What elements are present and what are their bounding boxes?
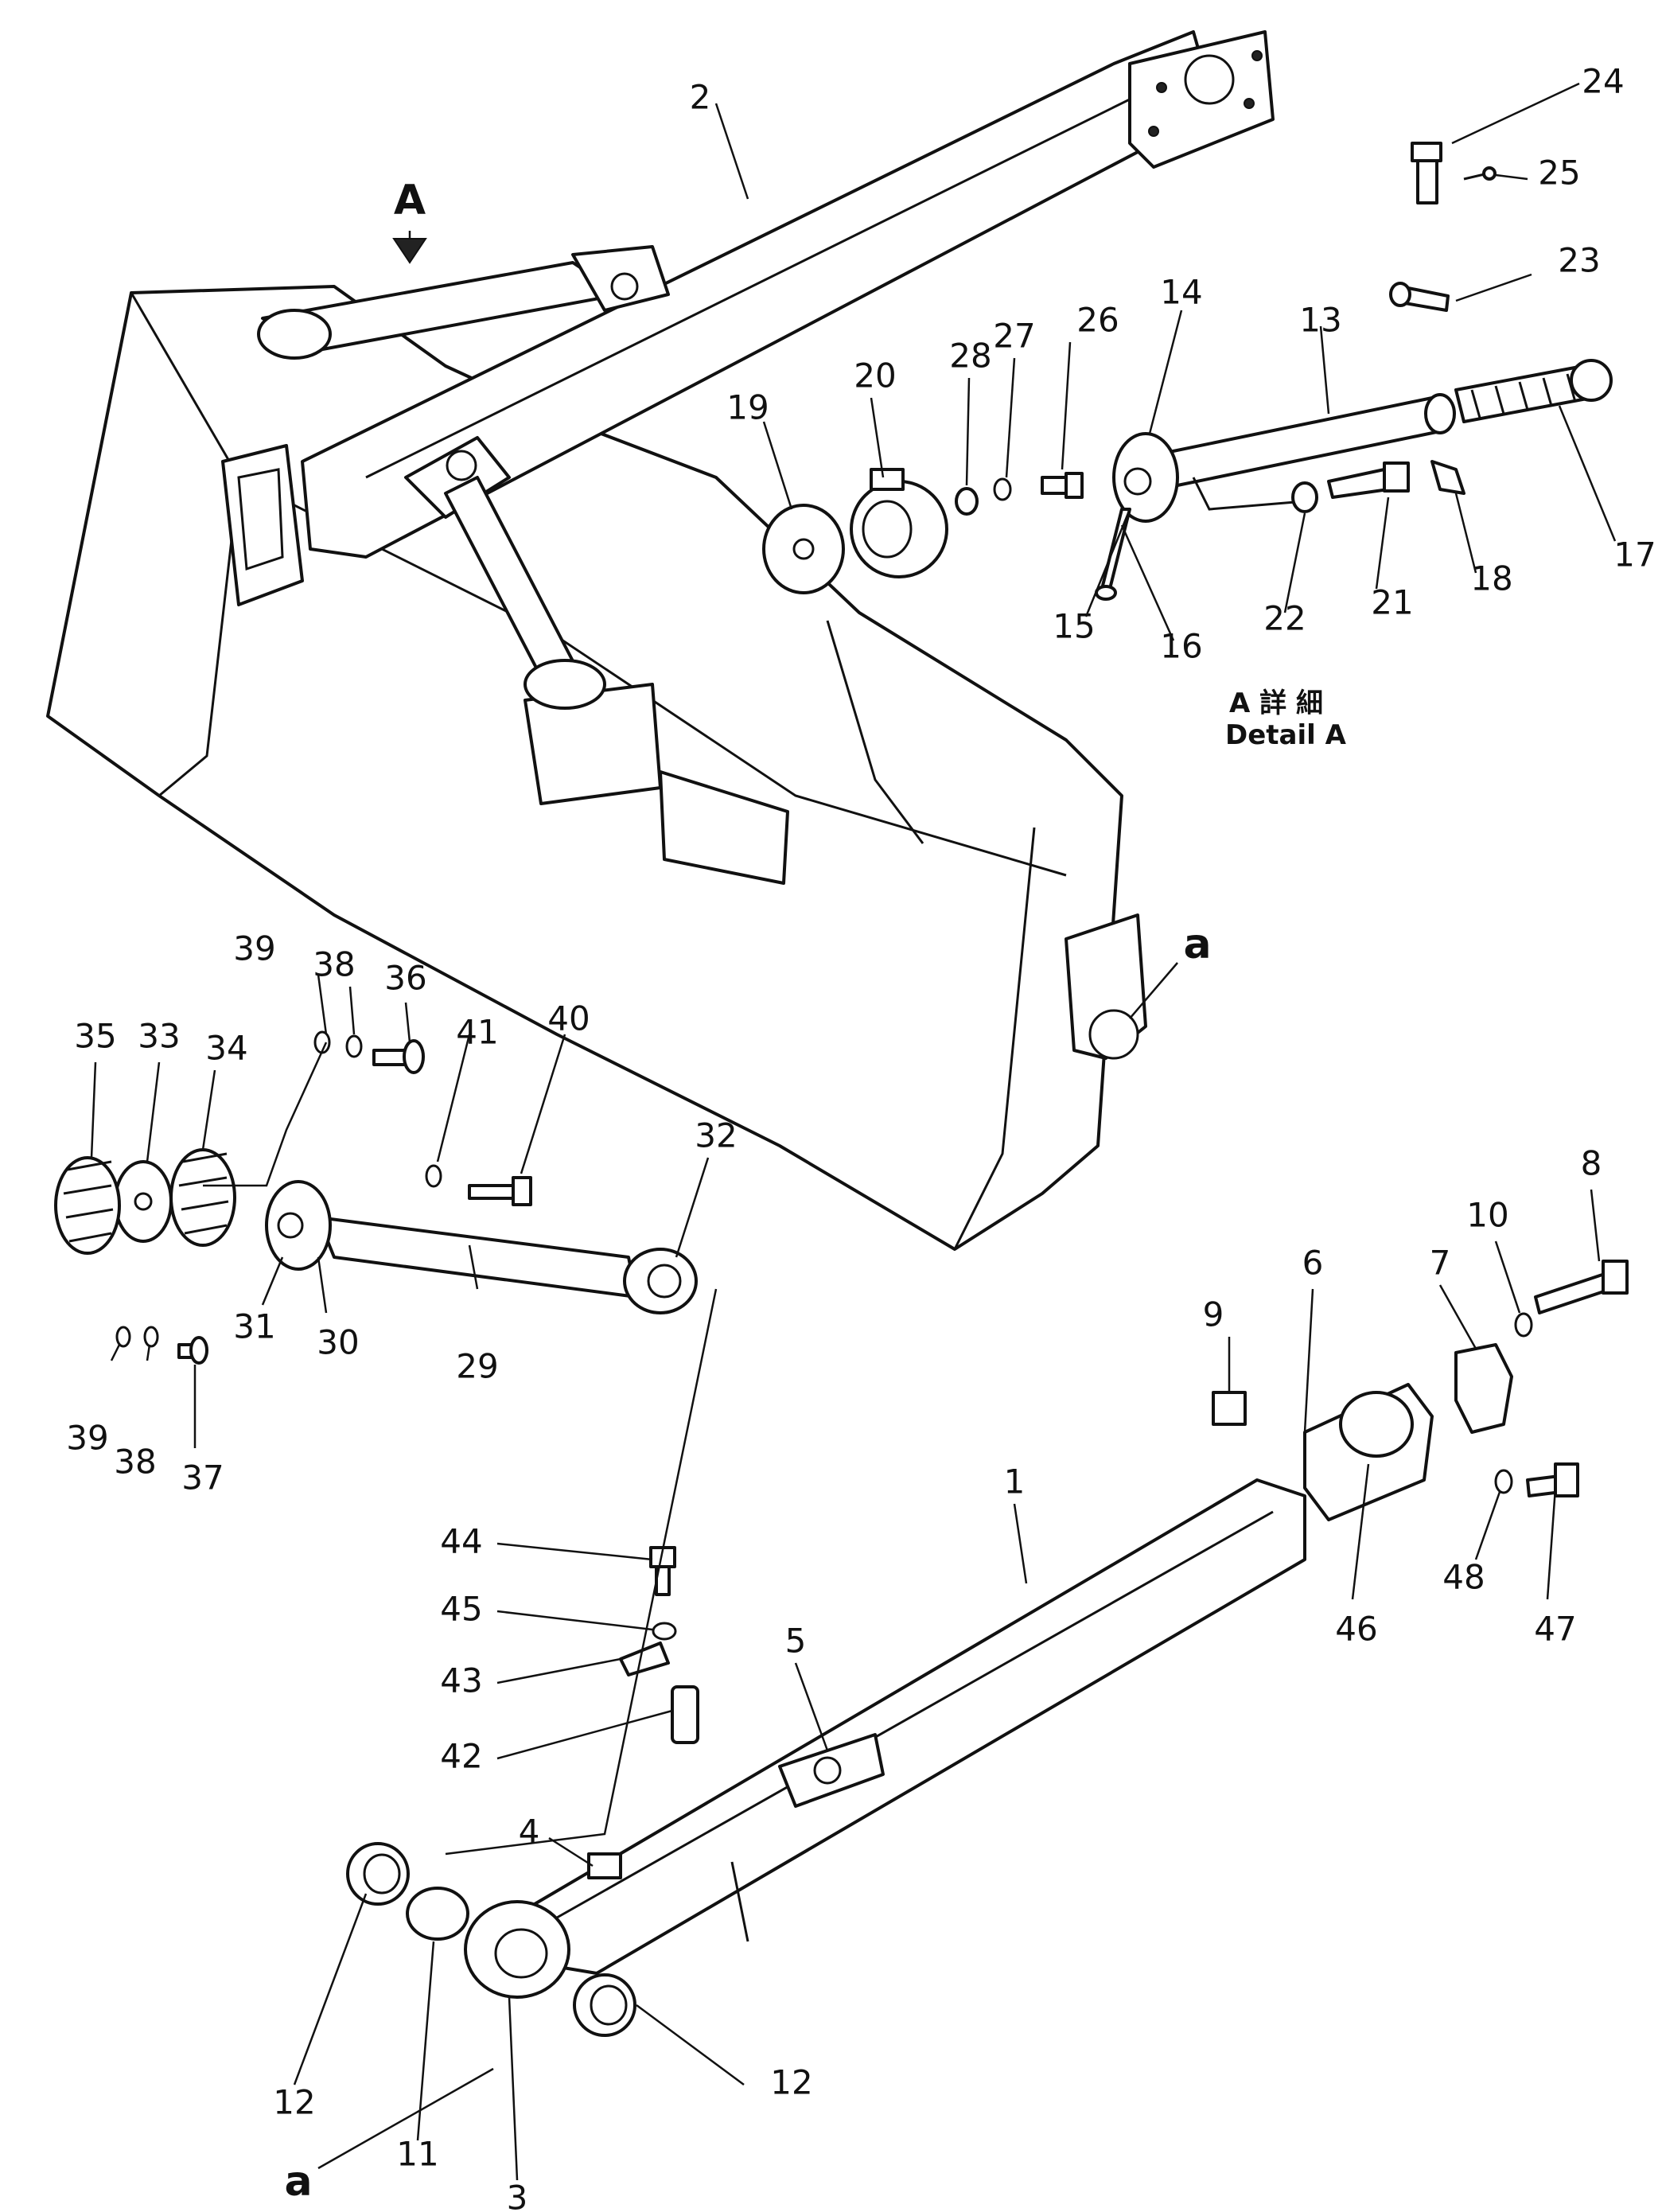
label-4: 4	[519, 1813, 540, 1852]
connection-label-upper: a	[1183, 921, 1211, 968]
pin-part-24	[1411, 142, 1442, 204]
label-41: 41	[456, 1013, 498, 1052]
connection-label-lower: a	[284, 2158, 312, 2206]
label-48: 48	[1442, 1558, 1485, 1597]
label-39b: 39	[66, 1419, 108, 1458]
bolt-part-37	[177, 1336, 208, 1365]
cap-part-7	[1454, 1343, 1513, 1434]
washer-part-45	[652, 1622, 677, 1641]
cotter-part-25	[1463, 166, 1497, 181]
bushing-part-11	[406, 1887, 469, 1941]
washer-part-41	[425, 1164, 442, 1188]
label-38b: 38	[114, 1443, 156, 1482]
view-arrow-a	[392, 238, 427, 264]
fitting-part-18	[1430, 460, 1465, 495]
upper-frame-part-2	[257, 30, 1275, 559]
label-21: 21	[1371, 583, 1413, 622]
label-39a: 39	[233, 929, 275, 968]
label-44: 44	[440, 1522, 482, 1561]
bolt-part-8	[1534, 1260, 1629, 1314]
label-8: 8	[1581, 1144, 1602, 1183]
label-1: 1	[1004, 1462, 1026, 1501]
label-43: 43	[440, 1661, 482, 1700]
label-3: 3	[507, 2179, 528, 2212]
label-37: 37	[181, 1458, 224, 1497]
label-47: 47	[1534, 1610, 1576, 1649]
label-42: 42	[440, 1737, 482, 1776]
bolt-part-47	[1526, 1462, 1579, 1497]
label-16: 16	[1160, 627, 1202, 666]
leader-lines	[90, 82, 1617, 2181]
label-28: 28	[949, 337, 991, 376]
plate-part-43	[619, 1641, 670, 1677]
label-14: 14	[1160, 273, 1202, 312]
label-29: 29	[456, 1347, 498, 1386]
bolt-part-40	[468, 1176, 532, 1206]
seal-parts-12	[346, 1842, 636, 2037]
rod-part-29	[317, 1216, 698, 1314]
trunnion-part-46	[1303, 1383, 1434, 1521]
disc-part-19	[762, 504, 845, 594]
bolt-part-21	[1327, 461, 1410, 499]
disc-part-33	[114, 1160, 173, 1243]
label-36: 36	[384, 959, 426, 998]
label-46: 46	[1335, 1610, 1377, 1649]
disc-stack-part-20	[850, 468, 948, 578]
label-40: 40	[547, 999, 590, 1038]
label-34: 34	[205, 1029, 247, 1068]
lower-frame-part-1	[464, 1478, 1306, 1999]
label-17: 17	[1613, 535, 1656, 574]
flange-part-30-31	[265, 1180, 332, 1271]
label-25: 25	[1538, 154, 1580, 193]
pin-part-42	[671, 1685, 699, 1744]
spring-part-17	[1454, 359, 1613, 423]
label-26: 26	[1076, 301, 1119, 340]
label-12b: 12	[770, 2063, 812, 2102]
washer-part-22	[1291, 481, 1318, 513]
label-35: 35	[74, 1017, 116, 1056]
pin-part-23	[1389, 282, 1450, 312]
flange-part-14	[1112, 432, 1179, 523]
label-24: 24	[1582, 62, 1624, 101]
label-10: 10	[1466, 1196, 1508, 1235]
label-22: 22	[1263, 599, 1306, 638]
clamp-part-34	[169, 1148, 236, 1247]
label-45: 45	[440, 1590, 482, 1629]
detail-caption-jp: A 詳 細	[1229, 687, 1323, 719]
label-11: 11	[396, 2135, 438, 2174]
label-5: 5	[785, 1622, 807, 1661]
snap-ring-part-27	[993, 477, 1012, 501]
label-30: 30	[317, 1323, 359, 1362]
label-2: 2	[690, 78, 711, 117]
washer-part-10	[1514, 1312, 1533, 1338]
label-13: 13	[1299, 301, 1341, 340]
label-6: 6	[1302, 1244, 1324, 1283]
bolt-part-36	[372, 1039, 425, 1074]
label-27: 27	[993, 317, 1035, 356]
label-20: 20	[854, 356, 896, 395]
label-33: 33	[138, 1017, 180, 1056]
detail-caption-en: Detail A	[1225, 719, 1347, 751]
brace-rod	[444, 476, 606, 710]
bolt-part-26	[1041, 472, 1084, 499]
label-18: 18	[1470, 559, 1512, 598]
label-19: 19	[726, 388, 769, 427]
label-38a: 38	[313, 945, 355, 984]
view-marker-label: A	[394, 177, 426, 224]
label-9: 9	[1203, 1295, 1224, 1334]
label-32: 32	[695, 1116, 737, 1155]
washer-part-48	[1494, 1469, 1513, 1494]
label-7: 7	[1430, 1244, 1451, 1283]
label-23: 23	[1558, 241, 1600, 280]
nut-part-9	[1212, 1391, 1247, 1426]
clamp-part-35	[54, 1156, 121, 1255]
label-15: 15	[1053, 607, 1095, 646]
label-12a: 12	[273, 2083, 315, 2122]
washer-part-28	[955, 487, 979, 516]
label-31: 31	[233, 1307, 275, 1346]
